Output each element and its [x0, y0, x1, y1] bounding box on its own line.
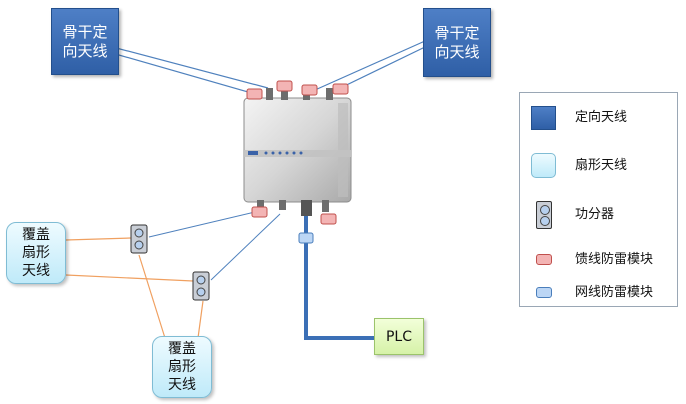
coverage-sector-antenna-left: 覆盖扇形天线	[6, 222, 66, 284]
coverage-sector-antenna-bottom: 覆盖扇形天线	[152, 336, 212, 398]
legend-label: 网线防雷模块	[575, 285, 654, 300]
link-splitter1-sectorleft	[65, 237, 132, 241]
link-backbone-left-a	[104, 44, 269, 89]
sector-antenna-left-label: 覆盖扇形天线	[22, 227, 50, 279]
link-ap-splitter-1	[148, 211, 256, 238]
network-lightning-module	[298, 232, 314, 244]
plc-label: PLC	[385, 328, 413, 345]
feeder-module-top-1	[246, 88, 263, 100]
directional-antenna-icon	[531, 106, 556, 130]
feeder-module-top-2	[276, 80, 293, 92]
backbone-antenna-right-label: 骨干定向天线	[434, 23, 480, 61]
feeder-module-bottom-2	[320, 213, 337, 225]
legend: 定向天线 扇形天线 功分器 馈线防雷模块 网线防雷模块	[519, 92, 678, 307]
link-ap-splitter-2	[210, 213, 281, 281]
backbone-antenna-left-label: 骨干定向天线	[62, 22, 108, 60]
sector-links	[65, 237, 204, 339]
legend-label: 扇形天线	[575, 158, 628, 173]
plc-box: PLC	[374, 318, 424, 355]
link-splitter2-sectorleft	[65, 274, 194, 282]
legend-item-sector-antenna: 扇形天线	[520, 153, 677, 178]
access-point-device	[243, 88, 352, 216]
feeder-lightning-module-icon	[536, 254, 552, 265]
link-splitter2-sectorbottom	[197, 300, 204, 339]
legend-label: 功分器	[575, 207, 615, 222]
ethernet-cable	[304, 210, 375, 340]
backbone-directional-antenna-left: 骨干定向天线	[51, 8, 119, 75]
power-splitter-2	[192, 271, 210, 301]
feeder-module-top-3	[301, 84, 318, 96]
feeder-lightning-modules	[246, 80, 349, 225]
legend-item-power-splitter: 功分器	[520, 200, 677, 230]
feeder-module-top-4	[332, 83, 349, 95]
backbone-links	[104, 40, 426, 97]
network-lightning-module-icon	[536, 287, 552, 298]
feeder-module-bottom-1	[251, 206, 268, 218]
legend-item-feeder-module: 馈线防雷模块	[520, 250, 677, 274]
legend-label: 馈线防雷模块	[575, 252, 654, 267]
power-splitter-icon	[536, 201, 552, 229]
sector-antenna-bottom-label: 覆盖扇形天线	[168, 341, 196, 393]
legend-item-directional-antenna: 定向天线	[520, 106, 677, 130]
link-splitter1-sectorbottom	[138, 254, 166, 339]
ap-splitter-links	[148, 211, 281, 281]
link-backbone-left-b	[104, 50, 263, 97]
legend-item-network-module: 网线防雷模块	[520, 284, 677, 308]
backbone-directional-antenna-right: 骨干定向天线	[423, 8, 491, 77]
power-splitter-1	[130, 224, 148, 254]
sector-antenna-icon	[531, 153, 556, 178]
legend-label: 定向天线	[575, 110, 628, 125]
link-backbone-right-a	[314, 40, 426, 91]
